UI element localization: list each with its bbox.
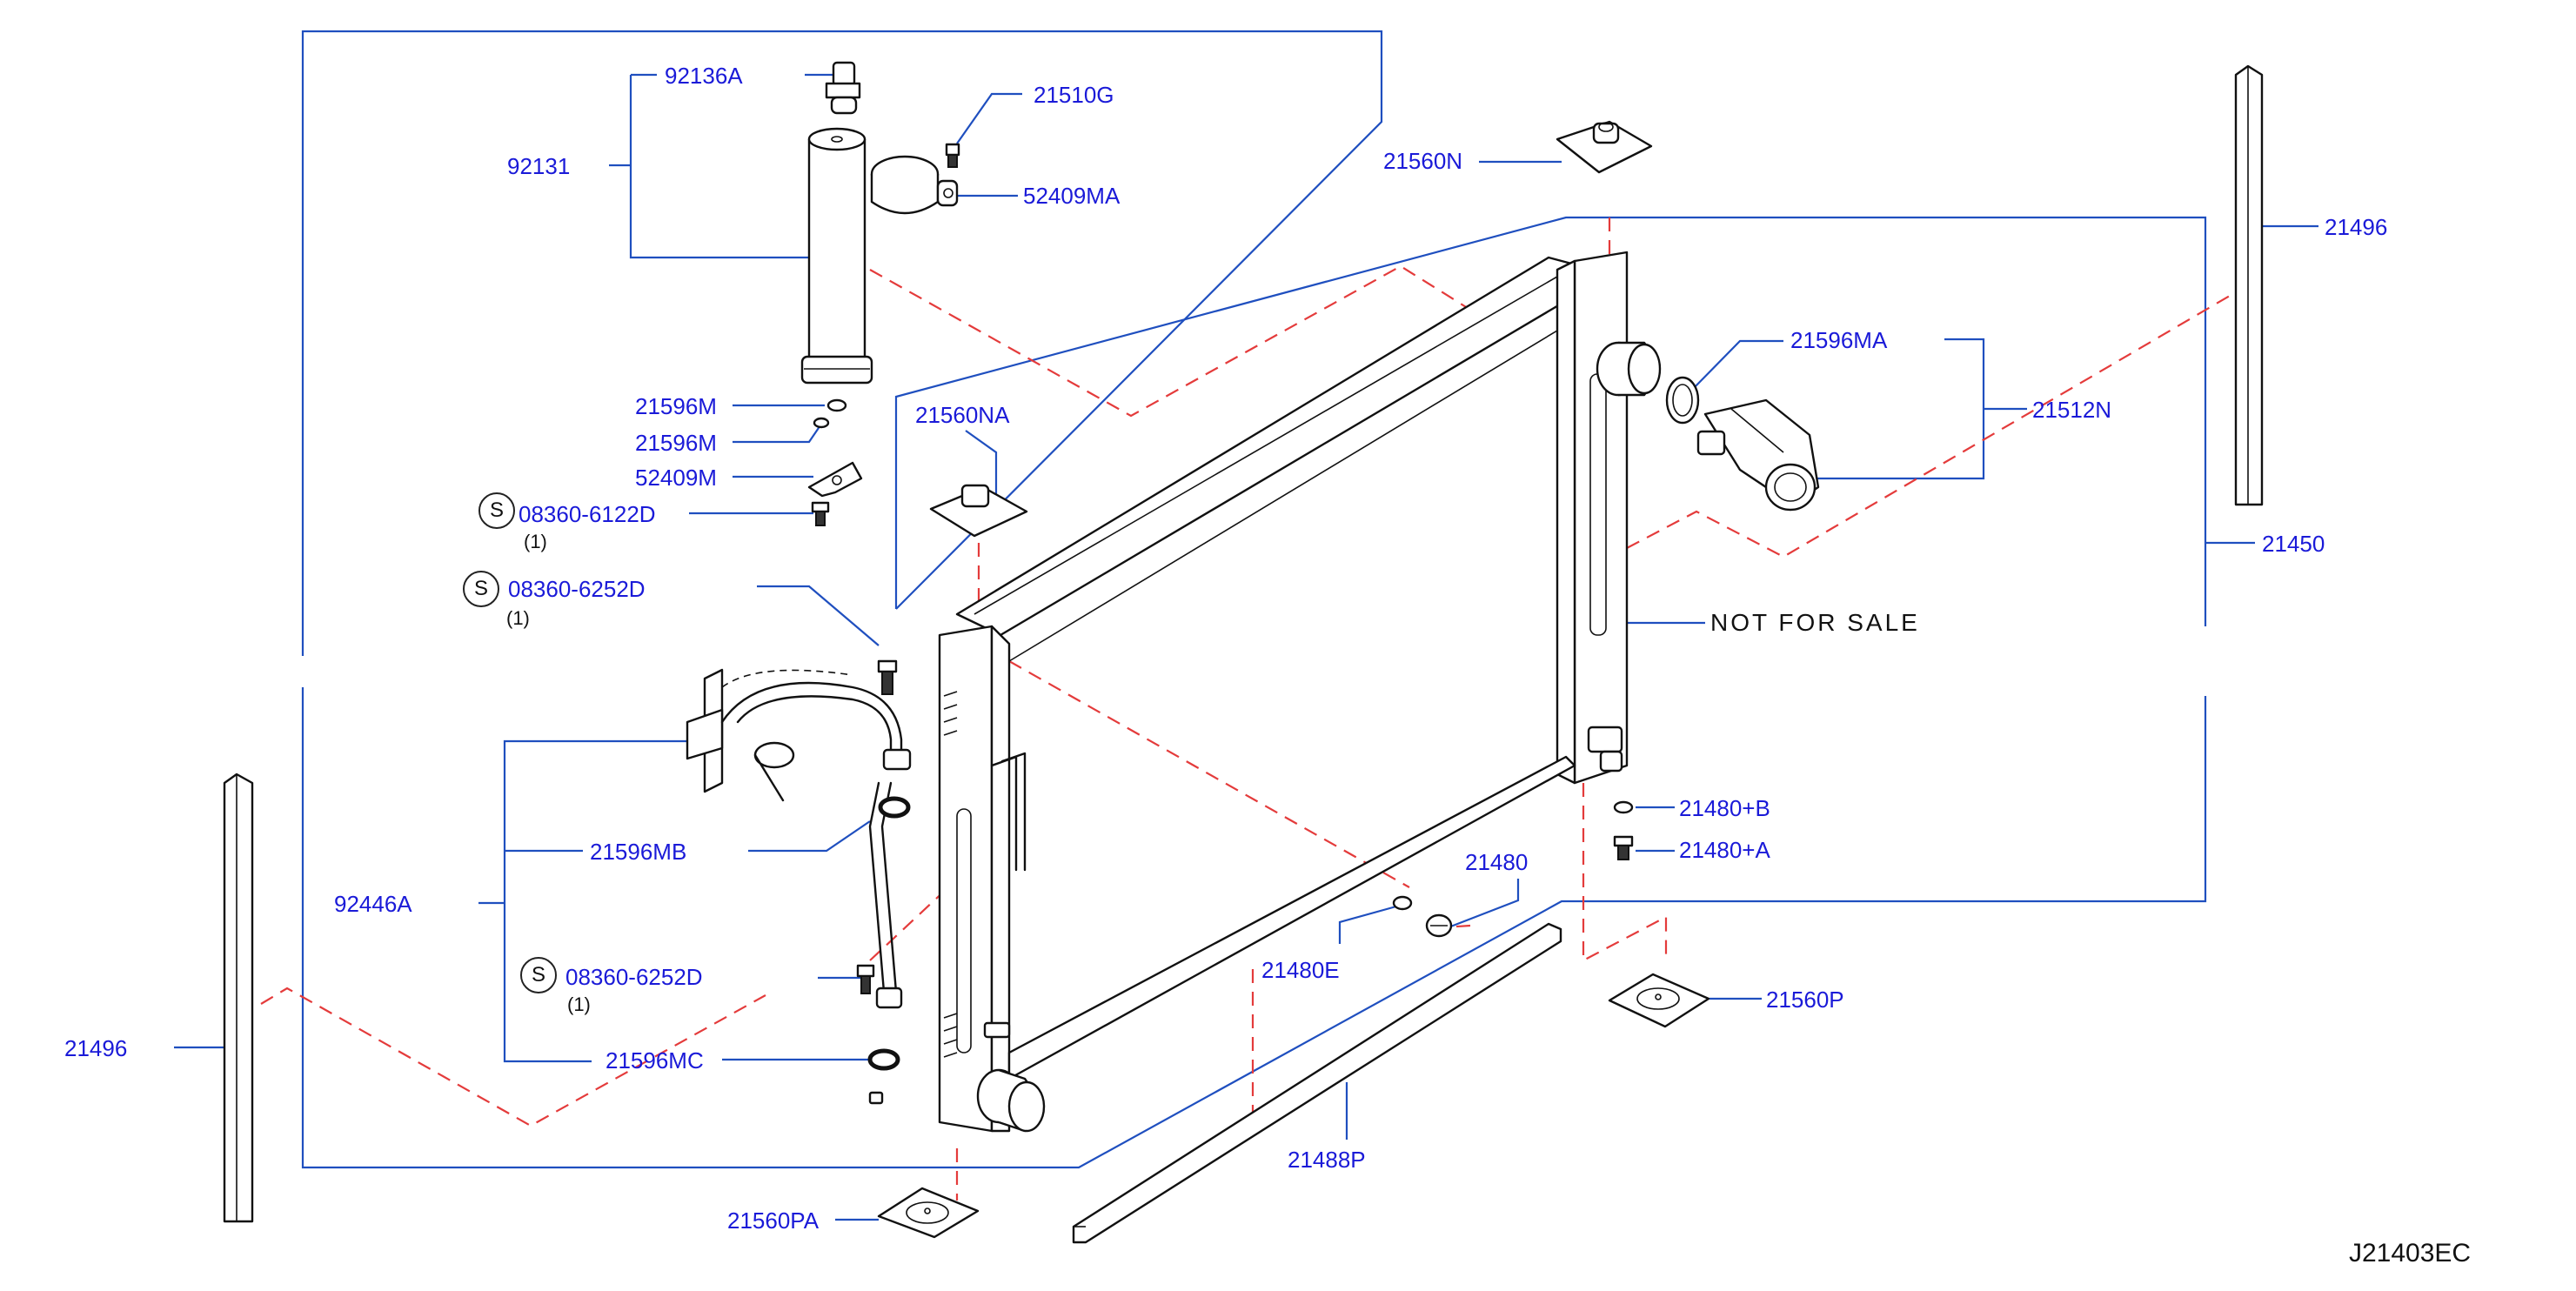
label-21510g: 21510G <box>1034 82 1114 108</box>
receiver-tank-92131-icon <box>800 127 873 385</box>
label-21596mb: 21596MB <box>590 839 687 865</box>
sensor-92136a-icon <box>825 61 861 115</box>
seal-strip-21496-left-icon <box>223 773 254 1223</box>
o-ring-21596mc-icon <box>867 1048 900 1071</box>
washer-21480b-icon <box>1613 800 1634 814</box>
label-21496-left: 21496 <box>64 1035 128 1061</box>
drain-plug-21480a-icon <box>1613 835 1634 860</box>
label-21480e: 21480E <box>1261 957 1340 983</box>
filler-neck-21512n-icon <box>1696 398 1820 512</box>
leader-lines <box>174 30 2318 1221</box>
mount-21560pa-icon <box>877 1187 980 1239</box>
screw-21510g-icon <box>945 143 960 168</box>
mount-21560p-icon <box>1608 973 1710 1028</box>
bolt-6122d-icon <box>811 501 830 526</box>
radiator-21450-icon <box>938 251 1662 1133</box>
label-21496-right: 21496 <box>2325 214 2388 240</box>
label-21560n: 21560N <box>1383 148 1463 174</box>
screw-symbol-6122d: S <box>478 492 515 529</box>
bolt-6252d-upper-icon <box>877 659 898 695</box>
diagram-code: J21403EC <box>2349 1239 2472 1268</box>
o-ring-21596m-icon <box>813 398 847 429</box>
clip-lower-icon <box>868 1091 884 1105</box>
label-92136a: 92136A <box>665 63 743 89</box>
label-21596m-2: 21596M <box>635 430 717 456</box>
label-08360-6252d-upper: 08360-6252D <box>508 576 646 602</box>
bolt-6252d-lower-icon <box>856 964 875 994</box>
label-92446a: 92446A <box>334 891 412 917</box>
label-21480b: 21480+B <box>1679 795 1770 821</box>
label-21596mc: 21596MC <box>606 1047 704 1074</box>
watermark-not-for-sale: NOT FOR SALE <box>1710 609 1920 636</box>
o-ring-21596mb-icon <box>878 796 911 819</box>
label-21480a: 21480+A <box>1679 837 1770 863</box>
mount-21560n-icon <box>1556 120 1653 174</box>
dashed-alignment-lines <box>260 217 2245 1201</box>
bracket-52409m-icon <box>807 461 863 498</box>
screw-symbol-6252d-lower: S <box>520 957 557 993</box>
plug-21480-icon <box>1425 913 1453 938</box>
qty-08360-6252d-lower: (1) <box>567 993 591 1015</box>
qty-08360-6252d-upper: (1) <box>506 607 530 629</box>
label-52409ma: 52409MA <box>1023 183 1121 209</box>
label-21560na: 21560NA <box>915 402 1010 428</box>
label-21488p: 21488P <box>1288 1147 1366 1173</box>
label-21596m-1: 21596M <box>635 393 717 419</box>
label-08360-6122d: 08360-6122D <box>519 501 656 527</box>
washer-21480e-icon <box>1392 895 1413 911</box>
label-21560pa: 21560PA <box>727 1207 820 1234</box>
clamp-52409ma-icon <box>870 155 959 215</box>
label-21596ma: 21596MA <box>1790 327 1888 353</box>
o-ring-21596ma-icon <box>1665 376 1700 425</box>
qty-08360-6122d: (1) <box>524 531 547 552</box>
label-92131: 92131 <box>507 153 571 179</box>
pipe-92446a-icon <box>686 668 912 1009</box>
mount-21560na-icon <box>929 484 1028 538</box>
label-08360-6252d-lower: 08360-6252D <box>565 964 703 990</box>
seal-strip-21496-right-icon <box>2234 64 2264 506</box>
label-21480: 21480 <box>1465 849 1529 875</box>
label-21512n: 21512N <box>2032 397 2112 423</box>
screw-symbol-6252d-upper: S <box>463 571 499 607</box>
label-21450: 21450 <box>2262 531 2325 557</box>
seal-strip-21488p-icon <box>1072 922 1562 1244</box>
label-21560p: 21560P <box>1766 987 1844 1013</box>
label-52409m: 52409M <box>635 465 717 491</box>
